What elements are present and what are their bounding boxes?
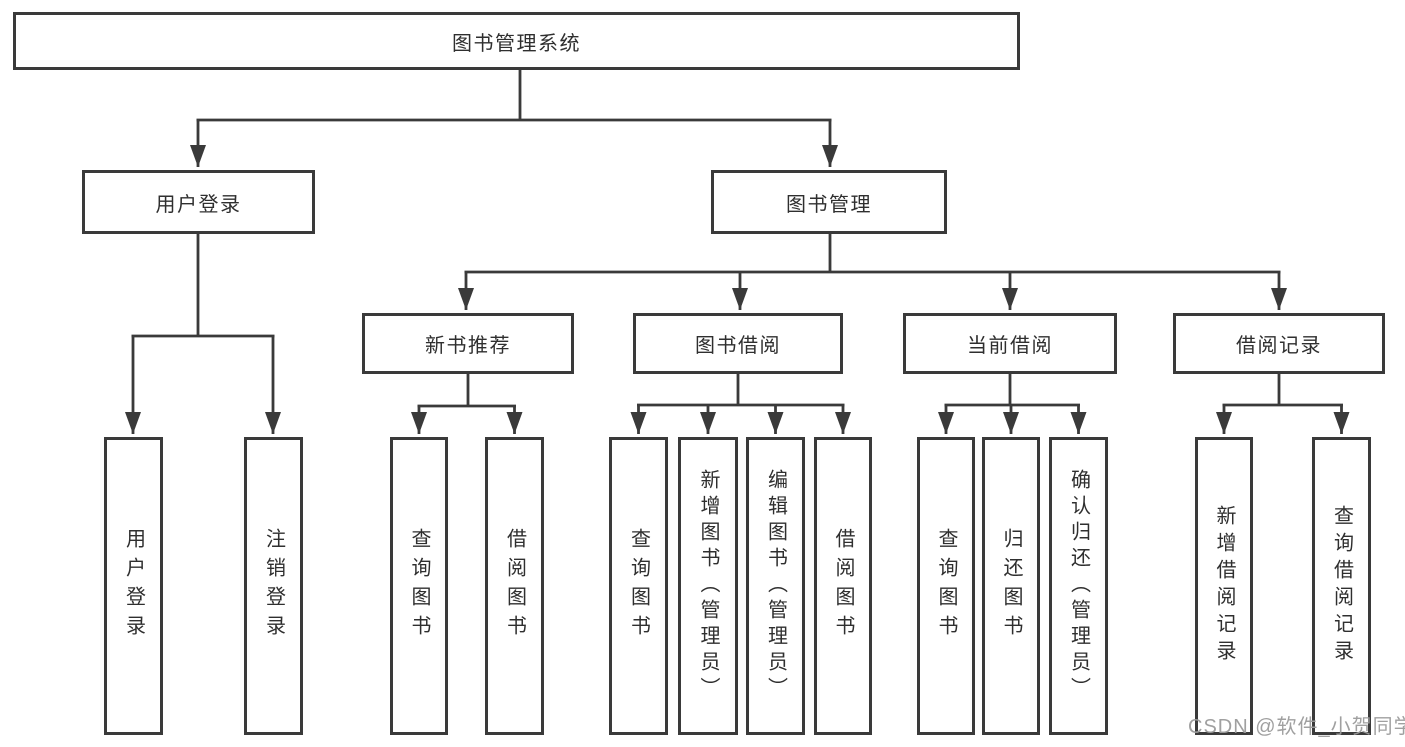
- leaf-user-login: 用户登录: [104, 437, 163, 735]
- node-borrowing-records-label: 借阅记录: [1236, 335, 1322, 357]
- node-current-borrowing: 当前借阅: [903, 313, 1117, 374]
- node-user-login-label: 用户登录: [155, 193, 242, 216]
- node-current-borrowing-label: 当前借阅: [967, 335, 1053, 357]
- leaf-cb-confirm-return-admin-label: 确认归还（管理员）: [1067, 469, 1090, 703]
- leaf-br-add-record-label: 新增借阅记录: [1213, 505, 1235, 667]
- leaf-logout: 注销登录: [244, 437, 303, 735]
- leaf-br-query-record-label: 查询借阅记录: [1330, 505, 1353, 667]
- leaf-rec-borrow-books: 借阅图书: [485, 437, 544, 735]
- leaf-cb-query-books: 查询图书: [917, 437, 975, 735]
- csdn-watermark: CSDN @软件_小贺同学: [1188, 716, 1405, 738]
- leaf-cb-return-books-label: 归还图书: [1000, 528, 1022, 644]
- leaf-bb-query-books-label: 查询图书: [627, 528, 650, 644]
- leaf-cb-return-books: 归还图书: [982, 437, 1040, 735]
- leaf-rec-query-books-label: 查询图书: [408, 528, 430, 644]
- leaf-logout-label: 注销登录: [262, 528, 285, 644]
- leaf-bb-add-books-admin: 新增图书（管理员）: [678, 437, 738, 735]
- leaf-bb-add-books-admin-label: 新增图书（管理员）: [697, 469, 719, 703]
- leaf-bb-query-books: 查询图书: [609, 437, 668, 735]
- leaf-cb-query-books-label: 查询图书: [935, 528, 957, 644]
- node-new-book-recommendation-label: 新书推荐: [425, 335, 511, 357]
- leaf-bb-edit-books-admin-label: 编辑图书（管理员）: [764, 469, 787, 703]
- node-library-management-system-label: 图书管理系统: [452, 32, 581, 55]
- leaf-user-login-label: 用户登录: [122, 528, 145, 644]
- leaf-rec-query-books: 查询图书: [390, 437, 448, 735]
- leaf-bb-borrow-books: 借阅图书: [814, 437, 872, 735]
- node-book-management-label: 图书管理: [786, 193, 872, 216]
- leaf-rec-borrow-books-label: 借阅图书: [503, 528, 526, 644]
- node-book-borrowing: 图书借阅: [633, 313, 843, 374]
- node-borrowing-records: 借阅记录: [1173, 313, 1385, 374]
- node-book-management: 图书管理: [711, 170, 947, 234]
- node-user-login: 用户登录: [82, 170, 315, 234]
- leaf-bb-edit-books-admin: 编辑图书（管理员）: [746, 437, 805, 735]
- leaf-cb-confirm-return-admin: 确认归还（管理员）: [1049, 437, 1108, 735]
- leaf-bb-borrow-books-label: 借阅图书: [832, 528, 854, 644]
- leaf-br-query-record: 查询借阅记录: [1312, 437, 1371, 735]
- node-library-management-system: 图书管理系统: [13, 12, 1020, 70]
- leaf-br-add-record: 新增借阅记录: [1195, 437, 1253, 735]
- node-new-book-recommendation: 新书推荐: [362, 313, 574, 374]
- node-book-borrowing-label: 图书借阅: [695, 335, 781, 357]
